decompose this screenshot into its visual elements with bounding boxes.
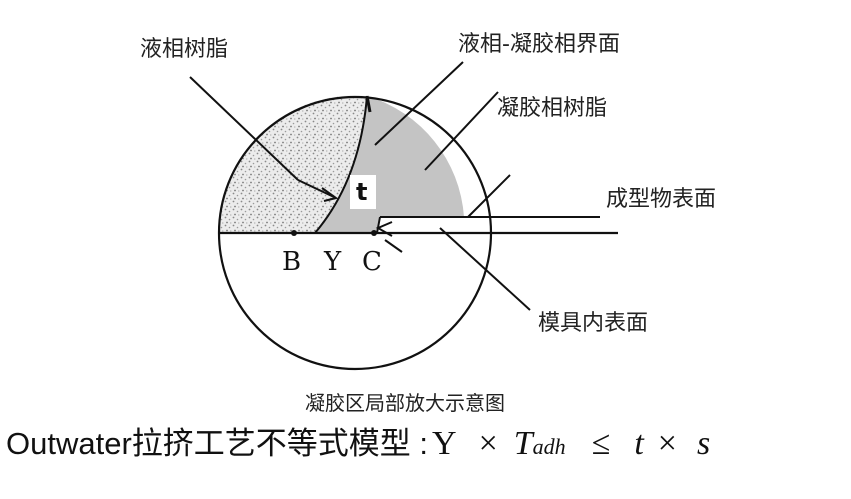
arrow-c-tail — [384, 239, 403, 253]
formula-T: T — [513, 425, 533, 462]
point-B-dot — [291, 230, 297, 236]
leader-liquid-resin — [189, 76, 299, 181]
formula-Y: Y — [432, 425, 457, 462]
point-C-dot — [371, 230, 377, 236]
label-liquid-gel-interface: 液相-凝胶相界面 — [458, 32, 620, 57]
formula-leq: ≤ — [591, 425, 611, 462]
leader-gel-resin — [424, 91, 499, 171]
point-label-t: t — [356, 178, 367, 206]
formula-s: s — [696, 425, 711, 462]
formula-prefix: Outwater拉挤工艺不等式模型 : — [6, 426, 428, 461]
interface-tick — [365, 95, 372, 113]
formula-t: t — [634, 425, 644, 462]
arrow-head-c — [375, 221, 393, 237]
arrow-head-t — [321, 187, 339, 202]
label-molded-surface: 成型物表面 — [606, 187, 716, 212]
t-label-box — [350, 175, 376, 209]
liquid-gel-interface-curve — [314, 95, 368, 234]
label-mold-inner-surface: 模具内表面 — [538, 311, 648, 336]
leader-arrow-to-t — [297, 179, 337, 199]
label-liquid-resin: 液相树脂 — [140, 37, 228, 62]
point-label-C: C — [362, 247, 382, 277]
leader-mold-surface — [439, 227, 531, 311]
label-gel-resin: 凝胶相树脂 — [497, 96, 607, 121]
formula-subscript-adh: adh — [532, 434, 566, 459]
leader-molded-surface — [467, 174, 511, 218]
molded-surface-step — [376, 216, 381, 234]
point-label-B: B — [282, 247, 301, 277]
formula-times-1: × — [478, 425, 498, 462]
point-label-Y: Y — [323, 247, 342, 277]
outwater-inequality-formula: Outwater拉挤工艺不等式模型 : Y × T adh ≤ t × s — [6, 418, 710, 478]
diagram-caption: 凝胶区局部放大示意图 — [305, 391, 505, 415]
formula-times-2: × — [657, 425, 677, 462]
leader-interface — [374, 61, 464, 146]
